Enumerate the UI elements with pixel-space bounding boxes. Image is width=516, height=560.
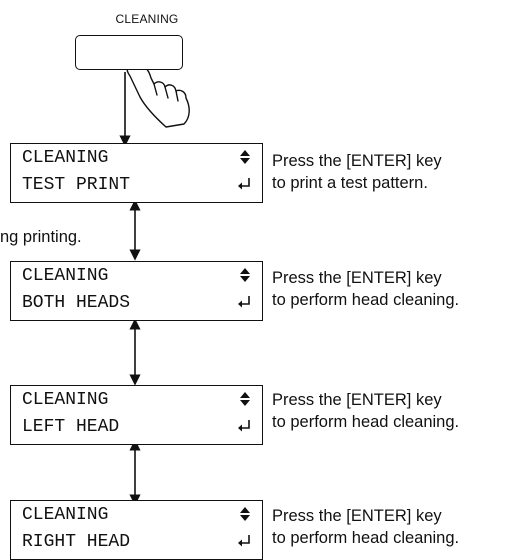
pointing-hand-icon xyxy=(126,59,190,128)
up-down-icon xyxy=(239,391,251,411)
description-line-1: Press the [ENTER] key xyxy=(272,391,442,409)
description-line-1: Press the [ENTER] key xyxy=(272,269,442,287)
description-line-1: Press the [ENTER] key xyxy=(272,152,442,170)
description-line-2: to perform head cleaning. xyxy=(272,529,460,547)
description-line-2: to print a test pattern. xyxy=(272,174,428,192)
lcd-screen-left-head: CLEANING LEFT HEAD xyxy=(10,385,263,445)
lcd-line-1: CLEANING xyxy=(22,390,109,410)
lcd-line-2: BOTH HEADS xyxy=(22,293,131,313)
lcd-line-1: CLEANING xyxy=(22,266,109,286)
description-both-heads: Press the [ENTER] key to perform head cl… xyxy=(272,267,459,311)
description-line-2: to perform head cleaning. xyxy=(272,413,460,431)
lcd-line-1: CLEANING xyxy=(22,148,109,168)
side-note-text: ng printing. xyxy=(0,228,82,246)
enter-icon xyxy=(237,534,251,552)
description-line-2: to perform head cleaning. xyxy=(272,291,460,309)
lcd-screen-right-head: CLEANING RIGHT HEAD xyxy=(10,500,263,560)
up-down-icon xyxy=(239,267,251,287)
lcd-line-2: TEST PRINT xyxy=(22,175,131,195)
up-down-icon xyxy=(239,506,251,526)
description-right-head: Press the [ENTER] key to perform head cl… xyxy=(272,505,459,549)
lcd-line-2: RIGHT HEAD xyxy=(22,532,131,552)
cleaning-button[interactable] xyxy=(75,35,183,70)
lcd-screen-test-print: CLEANING TEST PRINT xyxy=(10,143,263,203)
up-down-icon xyxy=(239,149,251,169)
lcd-line-1: CLEANING xyxy=(22,505,109,525)
enter-icon xyxy=(237,295,251,313)
cleaning-button-label: CLEANING xyxy=(115,12,179,26)
enter-icon xyxy=(237,419,251,437)
description-left-head: Press the [ENTER] key to perform head cl… xyxy=(272,389,459,433)
description-line-1: Press the [ENTER] key xyxy=(272,507,442,525)
enter-icon xyxy=(237,177,251,195)
description-test-print: Press the [ENTER] key to print a test pa… xyxy=(272,150,442,194)
lcd-screen-both-heads: CLEANING BOTH HEADS xyxy=(10,261,263,321)
lcd-line-2: LEFT HEAD xyxy=(22,417,120,437)
